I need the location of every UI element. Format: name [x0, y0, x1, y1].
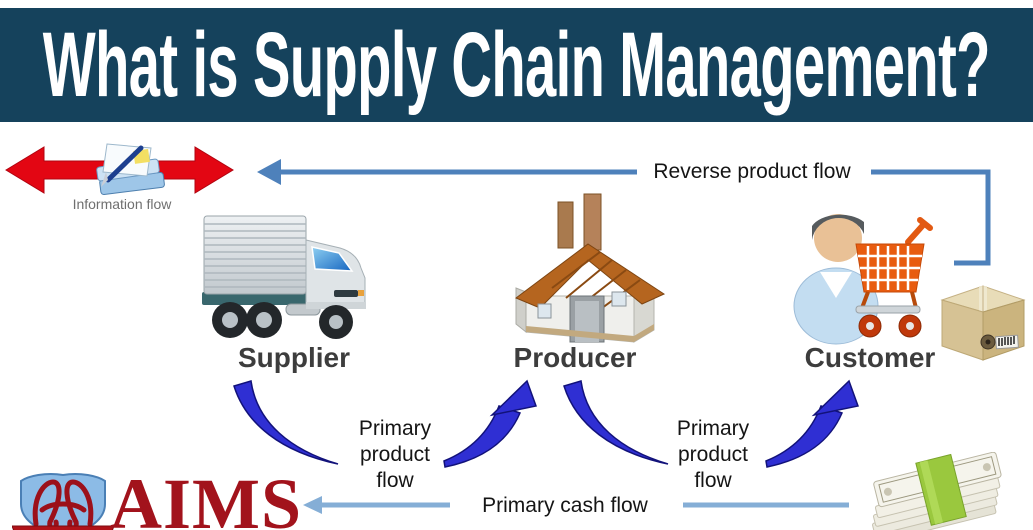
supplier-label: Supplier: [237, 342, 350, 373]
producer-label: Producer: [513, 342, 637, 373]
person-shopping-cart-icon: [793, 214, 933, 345]
aims-crest-icon: [12, 472, 114, 530]
header-banner: What is Supply Chain Management?: [0, 8, 1033, 122]
primary-product-flow-label-1: Primary product flow: [358, 417, 432, 492]
page-title: What is Supply Chain Management?: [42, 14, 991, 116]
primary-product-flow-arrow-supplier-producer: [233, 379, 537, 468]
truck-icon: [202, 215, 366, 339]
cardboard-box-icon: [940, 285, 1026, 361]
document-pen-icon: [96, 143, 165, 195]
primary-product-flow-arrow-producer-customer: [563, 379, 859, 468]
money-stack-icon: [871, 452, 1002, 530]
reverse-product-flow-label: Reverse product flow: [653, 160, 851, 183]
primary-cash-flow-label: Primary cash flow: [482, 494, 648, 517]
reverse-product-flow-arrow: [257, 159, 991, 266]
information-flow-label: Information flow: [72, 196, 172, 212]
customer-label: Customer: [804, 342, 936, 373]
primary-cash-flow-arrow: [303, 496, 849, 514]
aims-logo-text: AIMS: [110, 464, 303, 530]
factory-icon: [515, 193, 666, 343]
primary-product-flow-label-2: Primary product flow: [676, 417, 750, 492]
